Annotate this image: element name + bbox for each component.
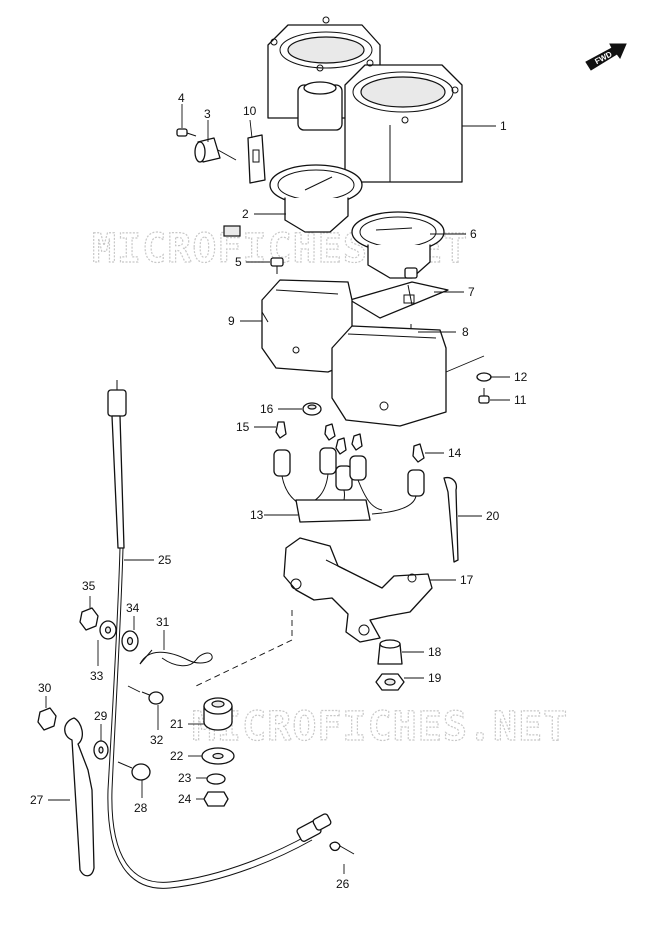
assembly-line xyxy=(195,610,293,687)
callout-14: 14 xyxy=(448,446,462,460)
meter-bracket xyxy=(283,537,433,643)
callout-9: 9 xyxy=(228,314,235,328)
meter-housing xyxy=(261,279,447,427)
leader-lines xyxy=(45,104,510,874)
callout-34: 34 xyxy=(126,601,140,615)
callout-labels: 1 2 3 4 5 6 7 8 9 10 11 12 13 14 15 16 1… xyxy=(30,91,528,891)
washer-29 xyxy=(93,740,109,760)
callout-35: 35 xyxy=(82,579,96,593)
washer-22 xyxy=(201,747,235,765)
callout-31: 31 xyxy=(156,615,170,629)
screw-11 xyxy=(478,388,490,404)
speedometer xyxy=(351,211,445,279)
bracket-10 xyxy=(247,134,266,184)
callout-15: 15 xyxy=(236,420,250,434)
callout-2: 2 xyxy=(242,207,249,221)
bolt-26 xyxy=(329,841,355,855)
wiring-harness xyxy=(273,447,425,523)
bulb-14 xyxy=(412,443,425,463)
callout-13: 13 xyxy=(250,508,264,522)
callout-20: 20 xyxy=(486,509,500,523)
leader-32-link xyxy=(127,685,141,693)
callout-30: 30 xyxy=(38,681,52,695)
fwd-arrow-icon: FWD xyxy=(585,43,627,71)
band-20 xyxy=(443,476,459,563)
callout-23: 23 xyxy=(178,771,192,785)
screw-32 xyxy=(141,691,164,705)
callout-33: 33 xyxy=(90,669,104,683)
callout-16: 16 xyxy=(260,402,274,416)
cushion-21 xyxy=(203,697,233,731)
cable-clamp xyxy=(64,717,95,877)
callout-26: 26 xyxy=(336,877,350,891)
washer-12 xyxy=(476,372,492,382)
callout-19: 19 xyxy=(428,671,442,685)
nut-19 xyxy=(375,673,405,691)
bulb-15 xyxy=(275,421,287,439)
callout-1: 1 xyxy=(500,119,507,133)
washer-23 xyxy=(206,773,226,785)
callout-12: 12 xyxy=(514,370,528,384)
nut-35 xyxy=(79,607,99,631)
callout-22: 22 xyxy=(170,749,184,763)
bulbs-group xyxy=(324,423,363,455)
speedometer-cable xyxy=(107,380,332,889)
callout-10: 10 xyxy=(243,104,257,118)
callout-24: 24 xyxy=(178,792,192,806)
washer-33 xyxy=(99,620,117,640)
callout-6: 6 xyxy=(470,227,477,241)
callout-32: 32 xyxy=(150,733,164,747)
callout-17: 17 xyxy=(460,573,474,587)
callout-27: 27 xyxy=(30,793,44,807)
cushion-18 xyxy=(377,639,403,665)
callout-8: 8 xyxy=(462,325,469,339)
washer-34 xyxy=(121,630,139,652)
callout-5: 5 xyxy=(235,255,242,269)
screw-4 xyxy=(176,128,197,137)
callout-21: 21 xyxy=(170,717,184,731)
bolt-28 xyxy=(117,761,151,781)
callout-28: 28 xyxy=(134,801,148,815)
nut-30 xyxy=(37,707,57,731)
callout-29: 29 xyxy=(94,709,108,723)
grommet-16 xyxy=(302,402,322,416)
lamp-plate xyxy=(349,281,449,319)
tachometer xyxy=(223,164,363,237)
callout-18: 18 xyxy=(428,645,442,659)
callout-4: 4 xyxy=(178,91,185,105)
nut-24 xyxy=(203,791,229,807)
callout-11: 11 xyxy=(514,393,527,407)
callout-7: 7 xyxy=(468,285,475,299)
trip-knob xyxy=(194,137,237,163)
meter-case xyxy=(267,16,463,183)
spring-clip xyxy=(139,649,213,667)
watermark-lower: MICROFICHES.NET xyxy=(192,704,568,750)
callout-3: 3 xyxy=(204,107,211,121)
callout-25: 25 xyxy=(158,553,172,567)
bolt-5 xyxy=(270,257,284,274)
